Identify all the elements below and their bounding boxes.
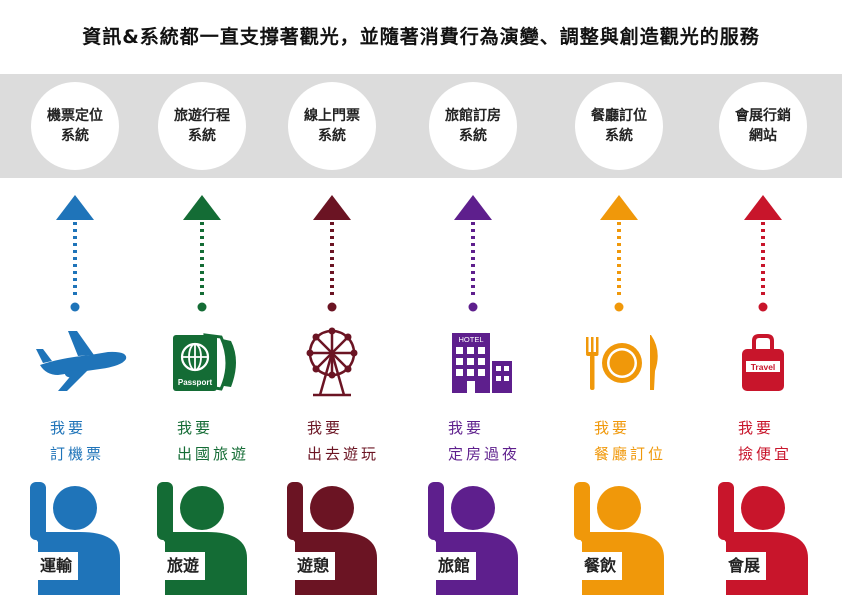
arrow-head <box>56 195 94 220</box>
passport-icon: Passport <box>173 333 236 391</box>
up-arrow <box>313 195 351 312</box>
column-exhibition: 會展行銷 網站 Travel 我要 撿便宜 會展 <box>708 0 818 595</box>
luggage-text: Travel <box>751 362 776 372</box>
want-text: 我要 出國旅遊 <box>177 419 250 463</box>
want-text: 我要 出去遊玩 <box>307 419 380 463</box>
luggage-icon: Travel <box>742 334 784 391</box>
arrow-head <box>600 195 638 220</box>
person-label: 旅館 <box>432 552 477 580</box>
up-arrow <box>56 195 94 312</box>
system-circle: 會展行銷 網站 <box>719 82 807 170</box>
system-circle: 機票定位 系統 <box>31 82 119 170</box>
airplane-icon <box>36 331 127 391</box>
column-hotel: 旅館訂房 系統 HOTEL 我要 定房過夜 旅館 <box>418 0 528 595</box>
arrow-head <box>454 195 492 220</box>
system-circle: 旅遊行程 系統 <box>158 82 246 170</box>
system-circle: 餐廳訂位 系統 <box>575 82 663 170</box>
person-label: 餐飲 <box>578 552 623 580</box>
page-title: 資訊&系統都一直支撐著觀光，並隨著消費行為演變、調整與創造觀光的服務 <box>82 26 760 48</box>
up-arrow <box>600 195 638 312</box>
want-text: 我要 撿便宜 <box>738 419 793 463</box>
want-text: 我要 定房過夜 <box>448 419 521 463</box>
dining-icon <box>586 335 658 390</box>
person-label: 運輸 <box>34 552 79 580</box>
column-transport: 機票定位 系統 我要 訂機票 運輸 <box>20 0 130 595</box>
column-dining: 餐廳訂位 系統 我要 餐廳訂位 餐飲 <box>564 0 674 595</box>
system-circle: 線上門票 系統 <box>288 82 376 170</box>
up-arrow <box>744 195 782 312</box>
column-recreation: 線上門票 系統 我要 出去遊玩 遊憩 <box>277 0 387 595</box>
passport-text: Passport <box>178 378 213 387</box>
arrow-head <box>313 195 351 220</box>
hotel-text: HOTEL <box>458 335 483 344</box>
arrow-head <box>183 195 221 220</box>
up-arrow <box>183 195 221 312</box>
person-label: 旅遊 <box>161 552 206 580</box>
person-label: 會展 <box>722 552 767 580</box>
person-label: 遊憩 <box>291 552 336 580</box>
arrow-head <box>744 195 782 220</box>
want-text: 我要 餐廳訂位 <box>594 419 667 463</box>
system-circle: 旅館訂房 系統 <box>429 82 517 170</box>
systems-band <box>0 74 842 178</box>
want-text: 我要 訂機票 <box>50 419 105 463</box>
ferris-wheel-icon <box>306 327 358 397</box>
hotel-icon: HOTEL <box>452 333 512 393</box>
up-arrow <box>454 195 492 312</box>
column-travel: 旅遊行程 系統 Passport 我要 出國旅遊 旅遊 <box>147 0 257 595</box>
